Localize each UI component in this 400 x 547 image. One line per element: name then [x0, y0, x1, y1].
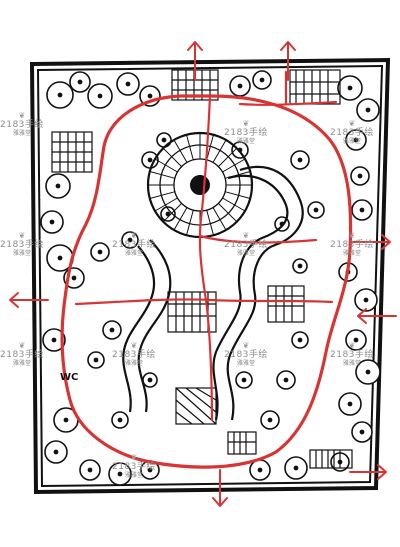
tree-trunk-dot — [365, 369, 371, 375]
tree-trunk-dot — [109, 327, 115, 333]
tree-trunk-dot — [147, 93, 153, 99]
tree-trunk-dot — [353, 337, 359, 343]
tree-trunk-dot — [363, 297, 369, 303]
tree-trunk-dot — [357, 173, 363, 179]
tree-trunk-dot — [313, 207, 319, 213]
main-circulation-path — [60, 70, 353, 469]
tree-trunk-dot — [237, 83, 243, 89]
tree-trunk-dot — [125, 81, 131, 87]
tree-trunk-dot — [297, 337, 303, 343]
tree-trunk-dot — [161, 137, 167, 143]
tree-trunk-dot — [267, 417, 273, 423]
tree-trunk-dot — [117, 417, 123, 423]
tree-canopies — [40, 70, 381, 486]
site-boundary — [29, 57, 391, 495]
tree-trunk-dot — [51, 337, 57, 343]
tree-trunk-dot — [53, 449, 59, 455]
arrow-east-2 — [357, 308, 397, 324]
tree-trunk-dot — [49, 219, 55, 225]
entrance-arrows — [9, 41, 397, 507]
tree-trunk-dot — [117, 471, 123, 477]
tree-trunk-dot — [359, 207, 365, 213]
tree-trunk-dot — [97, 93, 103, 99]
tree-trunk-dot — [147, 467, 153, 473]
tree-trunk-dot — [87, 467, 93, 473]
arrow-north-1 — [187, 41, 203, 81]
tree-trunk-dot — [77, 79, 83, 85]
tree-trunk-dot — [297, 157, 303, 163]
tree-trunk-dot — [55, 183, 61, 189]
tree-trunk-dot — [359, 429, 365, 435]
arrow-west — [9, 292, 49, 308]
tree-trunk-dot — [147, 157, 153, 163]
arrow-north-2 — [280, 41, 296, 81]
tree-trunk-dot — [63, 417, 69, 423]
tree-trunk-dot — [297, 263, 303, 269]
tree-trunk-dot — [71, 275, 77, 281]
tree-trunk-dot — [57, 92, 63, 98]
tree-trunk-dot — [347, 401, 353, 407]
tree-trunk-dot — [147, 377, 153, 383]
wc-label: WC — [60, 372, 79, 383]
tree-trunk-dot — [283, 377, 289, 383]
tree-trunk-dot — [353, 137, 359, 143]
arrow-east-1 — [351, 234, 391, 250]
arrow-south-2 — [349, 464, 387, 480]
tree-trunk-dot — [97, 249, 103, 255]
stream-water — [122, 165, 304, 421]
tree-trunk-dot — [93, 357, 99, 363]
tree-trunk-dot — [127, 237, 133, 243]
tree-trunk-dot — [241, 377, 247, 383]
tree-trunk-dot — [257, 467, 263, 473]
tree-trunk-dot — [259, 77, 265, 83]
tree-trunk-dot — [165, 211, 171, 217]
arrow-south-1 — [212, 469, 228, 507]
tree-trunk-dot — [293, 465, 299, 471]
tree-trunk-dot — [365, 107, 371, 113]
tree-trunk-dot — [347, 85, 353, 91]
tree-trunk-dot — [57, 255, 63, 261]
